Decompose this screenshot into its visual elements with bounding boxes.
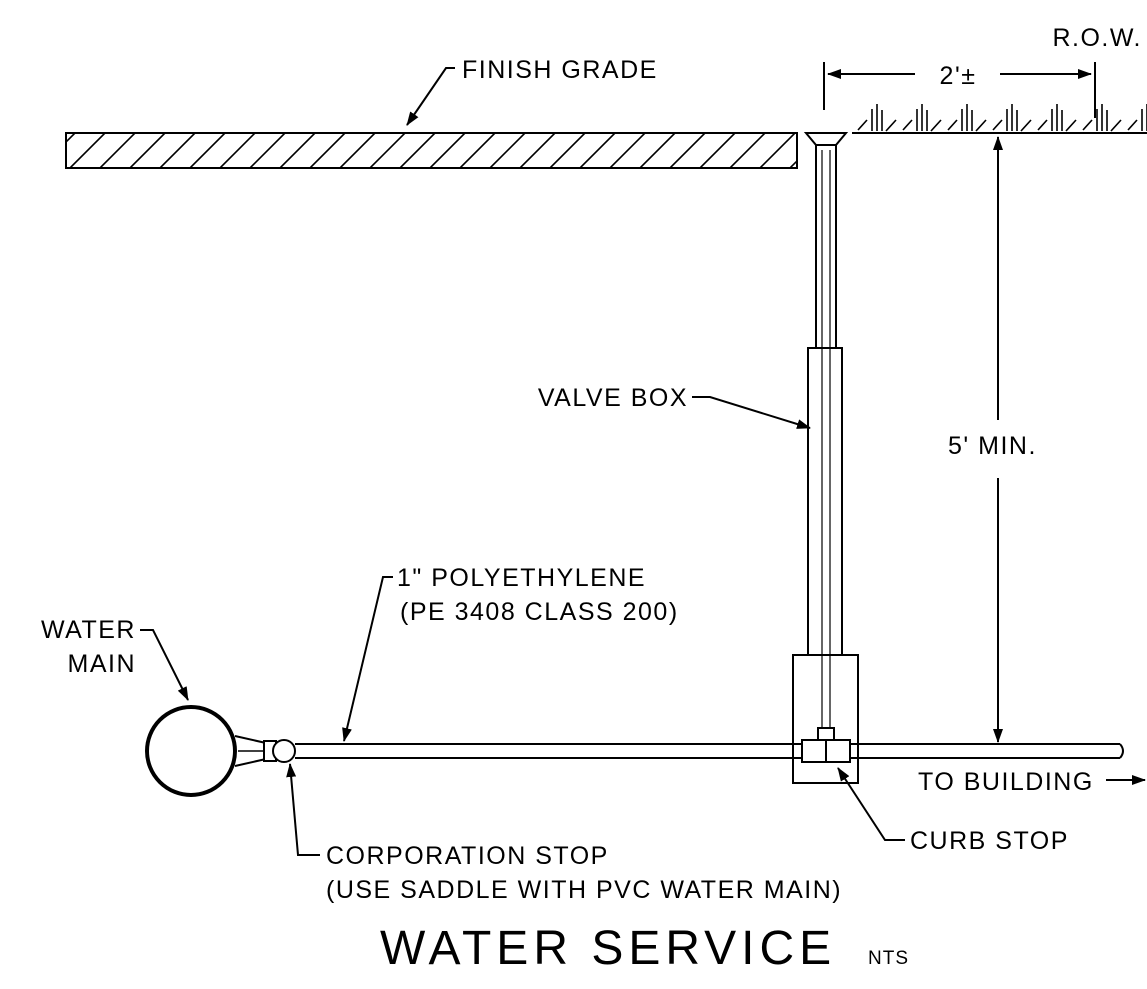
drawing-scale: NTS <box>868 948 909 969</box>
service-pipe <box>295 743 1124 759</box>
depth-label: 5' MIN. <box>948 432 1037 460</box>
water-main-label-line2: MAIN <box>68 650 137 678</box>
corporation-stop-leader <box>286 763 320 856</box>
water-main-label-line1: WATER <box>41 616 136 644</box>
row-label: R.O.W. <box>1052 24 1142 52</box>
offset-dimension <box>823 62 1096 118</box>
curb-stop-fitting <box>801 727 851 763</box>
polyethylene-label-line1: 1" POLYETHYLENE <box>397 564 646 592</box>
water-main-leader <box>140 629 189 701</box>
valve-box-leader <box>692 396 811 429</box>
to-building-label: TO BUILDING <box>918 768 1094 796</box>
finish-grade-leader <box>406 67 455 126</box>
valve-box <box>792 132 859 784</box>
polyethylene-leader <box>342 576 393 742</box>
curb-stop-leader <box>837 767 905 841</box>
curb-stop-label: CURB STOP <box>910 827 1069 855</box>
drawing-title: WATER SERVICE <box>380 922 836 975</box>
ground-surface-symbol <box>852 104 1147 134</box>
polyethylene-label-line2: (PE 3408 CLASS 200) <box>400 598 679 626</box>
corporation-stop-fitting <box>263 739 296 763</box>
offset-label: 2'± <box>940 62 977 90</box>
valve-box-label: VALVE BOX <box>538 384 688 412</box>
water-main-pipe <box>145 705 267 797</box>
finish-grade-slab <box>65 132 798 169</box>
corporation-stop-label-line2: (USE SADDLE WITH PVC WATER MAIN) <box>326 876 842 904</box>
corporation-stop-label-line1: CORPORATION STOP <box>326 842 609 870</box>
finish-grade-label: FINISH GRADE <box>462 56 658 84</box>
